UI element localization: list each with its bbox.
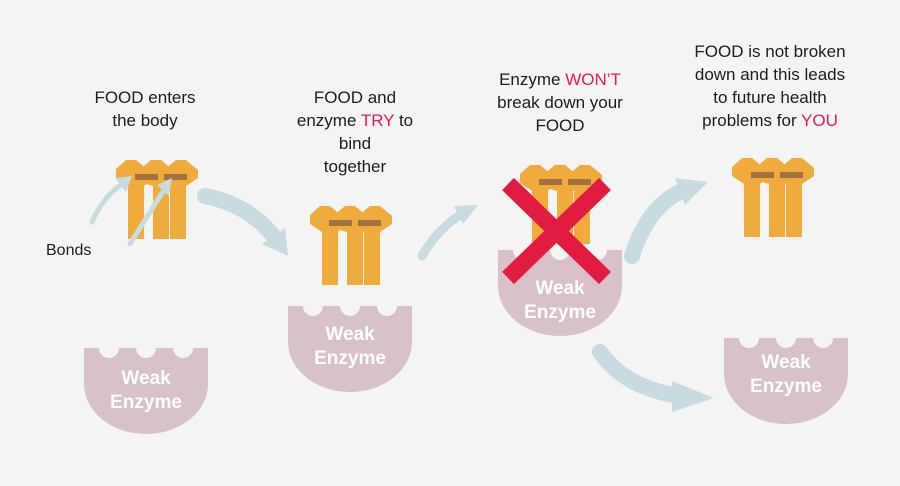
cross-icon xyxy=(502,177,611,285)
flow-arrow-icon xyxy=(624,178,708,264)
caption-step2: FOOD and enzyme TRY to bind together xyxy=(296,88,414,176)
food-molecule-icon xyxy=(310,206,392,285)
svg-text:Enzyme: Enzyme xyxy=(314,348,386,369)
bond-arrow-icon xyxy=(89,176,172,247)
enzyme-icon: Weak Enzyme xyxy=(84,348,208,434)
svg-text:Enzyme: Enzyme xyxy=(750,376,822,397)
svg-text:Weak: Weak xyxy=(121,368,171,389)
svg-text:Weak: Weak xyxy=(535,278,585,299)
caption-step3: Enzyme WON’T break down your FOOD xyxy=(497,70,623,135)
flow-arrow-icon xyxy=(197,188,288,256)
enzyme-icon: Weak Enzyme xyxy=(724,338,848,424)
flow-arrow-icon xyxy=(592,344,714,412)
flow-arrow-icon xyxy=(417,205,478,261)
enzyme-icon: Weak Enzyme xyxy=(288,306,412,392)
svg-text:Weak: Weak xyxy=(325,324,375,345)
bonds-label: Bonds xyxy=(46,242,92,259)
svg-text:Enzyme: Enzyme xyxy=(110,392,182,413)
svg-text:Weak: Weak xyxy=(761,352,811,373)
enzyme-icon: Weak Enzyme xyxy=(498,250,622,336)
svg-text:Enzyme: Enzyme xyxy=(524,302,596,323)
caption-step4: FOOD is not broken down and this leads t… xyxy=(694,42,846,130)
caption-step1: FOOD enters the body xyxy=(94,88,196,130)
food-molecule-icon xyxy=(732,158,814,237)
